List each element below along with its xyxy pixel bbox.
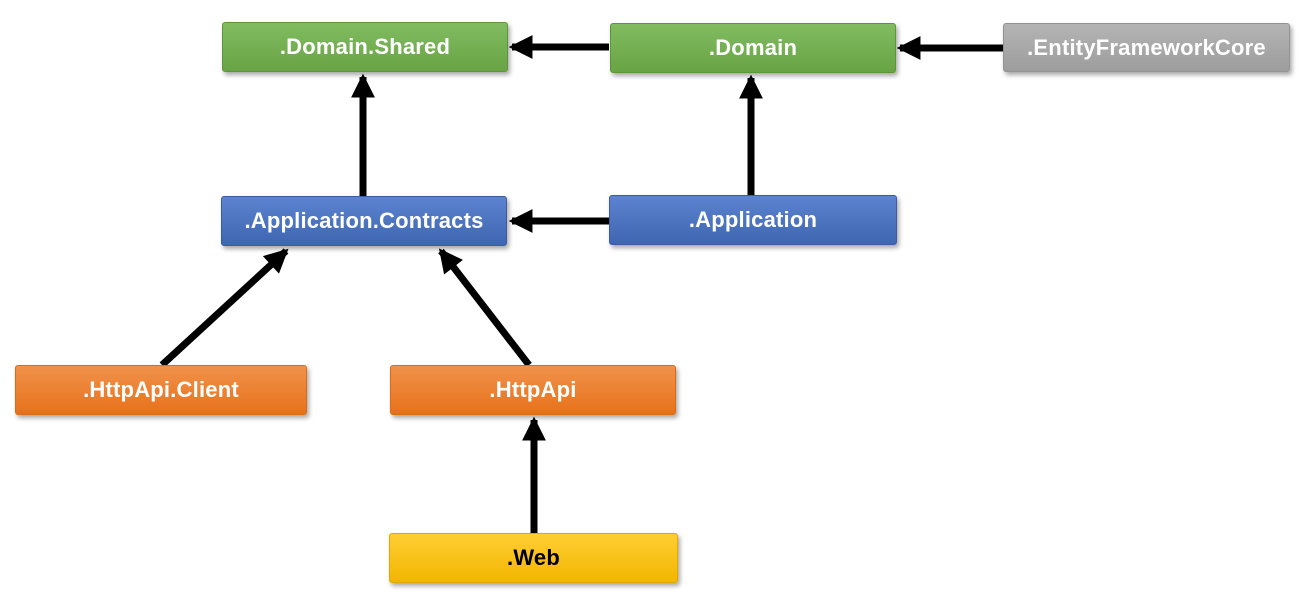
edge-httpapi-to-application-contracts [438, 248, 532, 368]
node-entity-framework-core: .EntityFrameworkCore [1003, 23, 1290, 72]
node-domain: .Domain [610, 23, 896, 73]
edge-httpapi-client-to-application-contracts [159, 248, 289, 368]
node-httpapi-client: .HttpApi.Client [15, 365, 307, 415]
node-application: .Application [609, 195, 897, 245]
node-httpapi: .HttpApi [390, 365, 676, 415]
node-application-contracts: .Application.Contracts [221, 196, 507, 246]
node-web: .Web [389, 533, 678, 583]
node-domain-shared: .Domain.Shared [222, 22, 508, 72]
